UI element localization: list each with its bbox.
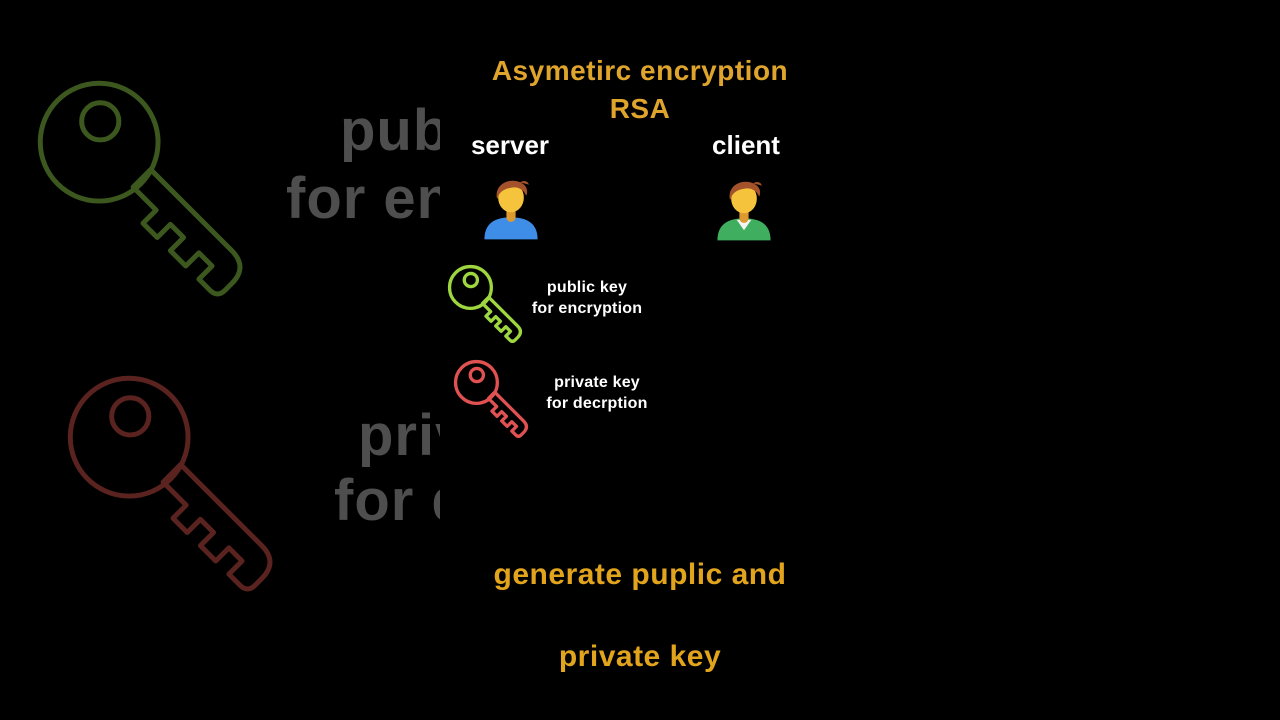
blurred-backdrop: pub for en priv for d	[0, 0, 440, 720]
key-icon	[447, 264, 523, 343]
video-title: Asymetirc encryption RSA	[0, 52, 1280, 128]
private-key-caption-line-1: private key	[554, 374, 640, 391]
private-key-caption-line-2: for decrption	[546, 394, 648, 412]
footer-caption-line-1: generate puplic and	[493, 558, 787, 591]
key-icon	[37, 80, 243, 297]
person-icon	[484, 180, 538, 240]
backdrop-text-fragment: priv	[358, 403, 440, 468]
title-line-1: Asymetirc encryption	[491, 55, 789, 86]
title-line-2: RSA	[609, 93, 671, 124]
public-key-caption: public key for encryption	[487, 278, 687, 319]
key-icon	[67, 375, 273, 592]
key-icon	[453, 359, 529, 438]
server-label: server	[470, 130, 550, 160]
backdrop-text-fragment: for d	[334, 468, 440, 533]
backdrop-text-fragment: pub	[340, 98, 440, 163]
backdrop-text-fragment: for en	[286, 166, 440, 231]
public-key-caption-line-2: for encryption	[531, 299, 643, 317]
client-label: client	[712, 130, 780, 160]
person-icon	[717, 181, 771, 241]
footer-caption-line-2: private key	[558, 640, 722, 673]
private-key-caption: private key for decrption	[497, 373, 697, 414]
public-key-caption-line-1: public key	[546, 279, 628, 296]
